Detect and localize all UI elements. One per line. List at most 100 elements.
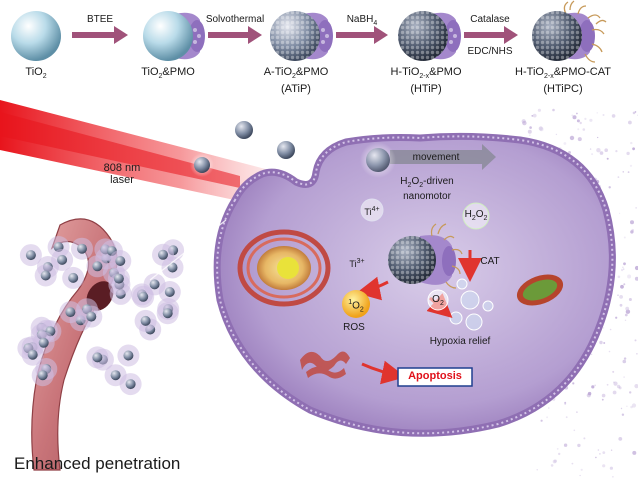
dust-particle [569, 135, 575, 141]
nanoparticle [77, 243, 87, 254]
step-label-btee: BTEE [86, 14, 114, 25]
dust-particle [564, 402, 567, 405]
synthesis-arrow-4 [464, 26, 518, 44]
dust-particle [617, 176, 620, 179]
dust-particle [594, 384, 596, 387]
dust-particle [604, 148, 608, 152]
dust-particle [577, 128, 580, 131]
dust-particle [599, 453, 601, 455]
dust-particle [576, 411, 578, 413]
dust-particle [615, 150, 618, 153]
enhanced-penetration-label: Enhanced penetration [14, 454, 181, 473]
nanoparticle [37, 370, 48, 381]
nanoparticle [140, 315, 151, 326]
dust-particle [583, 437, 586, 440]
ti4-label: Ti4+ [364, 206, 380, 217]
dust-particle [622, 171, 624, 173]
dust-particle [601, 393, 606, 398]
dust-particle [579, 121, 582, 125]
dust-particle [625, 306, 630, 311]
dust-particle [623, 236, 626, 239]
dust-particle [608, 186, 611, 189]
htip-particle [398, 11, 461, 61]
dust-particle [538, 126, 543, 131]
dust-particle [532, 113, 537, 118]
dust-particle [620, 407, 623, 410]
dust-particle [610, 449, 613, 451]
tumor-cluster [17, 236, 185, 396]
movement-arrow [390, 144, 496, 170]
singlet-o2-bubble [342, 290, 370, 318]
nucleus [237, 229, 331, 307]
dust-particle [631, 403, 637, 408]
dust-particle [577, 443, 581, 448]
dust-particle [602, 464, 606, 468]
dust-particle [611, 114, 616, 118]
product-label-tio2-pmo: TiO2&PMO [141, 66, 195, 81]
dust-particle [628, 120, 632, 125]
synthesis-arrow-3 [336, 26, 388, 44]
dust-particle [609, 466, 614, 470]
zoom-lines [149, 219, 229, 381]
dust-particle [576, 119, 580, 123]
dust-particle [591, 385, 595, 389]
dust-particle [630, 141, 633, 145]
dust-particle [620, 284, 624, 289]
dust-particle [623, 268, 625, 270]
dust-particle [634, 111, 637, 113]
dust-particle [630, 220, 634, 225]
dust-particle [522, 120, 527, 126]
dust-particle [623, 283, 626, 286]
dust-particle [618, 437, 623, 441]
dust-particle [539, 127, 544, 132]
h2o2-label: H2O2 [464, 209, 488, 222]
dust-particle [618, 386, 622, 390]
ti4-bubble [360, 198, 384, 222]
dust-particle [531, 115, 534, 117]
synthesis-arrow-1 [72, 26, 128, 44]
nanoparticle [27, 349, 38, 360]
nanoparticle [167, 262, 178, 273]
dust-particle [615, 316, 618, 319]
dust-particle [629, 391, 632, 394]
dust-particle [629, 164, 633, 167]
dust-particle [596, 148, 601, 153]
dust-particle [537, 108, 542, 112]
dust-particle [573, 429, 576, 432]
dust-particle [621, 413, 625, 416]
dust-particle [587, 391, 592, 396]
dust-particle [599, 151, 604, 155]
dust-particle [580, 468, 583, 471]
cat-label: CAT [480, 256, 500, 267]
dust-particle [625, 309, 631, 314]
dust-particle [571, 462, 574, 465]
dust-particle [613, 381, 618, 386]
h2o2-bubble [462, 202, 490, 230]
dust-particle [606, 157, 609, 160]
dust-particle [572, 382, 575, 385]
dust-particle [630, 230, 634, 234]
dust-particle [617, 275, 621, 279]
mitochondrion [516, 274, 564, 306]
dust-particle [589, 148, 592, 150]
dust-particle [632, 111, 636, 115]
product-label-htipc: H-TiO2-x&PMO-CAT (HTiPC) [515, 66, 611, 96]
dust-particle [602, 327, 605, 329]
dust-particle [636, 353, 638, 355]
tio2-pmo-particle [143, 11, 205, 61]
dust-particle [632, 450, 637, 455]
dust-particle [584, 117, 587, 120]
nanoparticle [110, 370, 121, 381]
dust-particle [564, 401, 567, 404]
dust-particle [612, 476, 614, 478]
dust-particle [622, 359, 627, 364]
product-label-atip: A-TiO2&PMO (ATiP) [263, 66, 329, 96]
dust-particle [552, 108, 555, 112]
ros-arrow [356, 276, 389, 301]
dust-particle [623, 357, 627, 360]
laser-core [0, 112, 240, 188]
dust-particle [635, 207, 637, 209]
dust-particle [591, 153, 594, 156]
ti3-label: Ti3+ [349, 258, 365, 269]
